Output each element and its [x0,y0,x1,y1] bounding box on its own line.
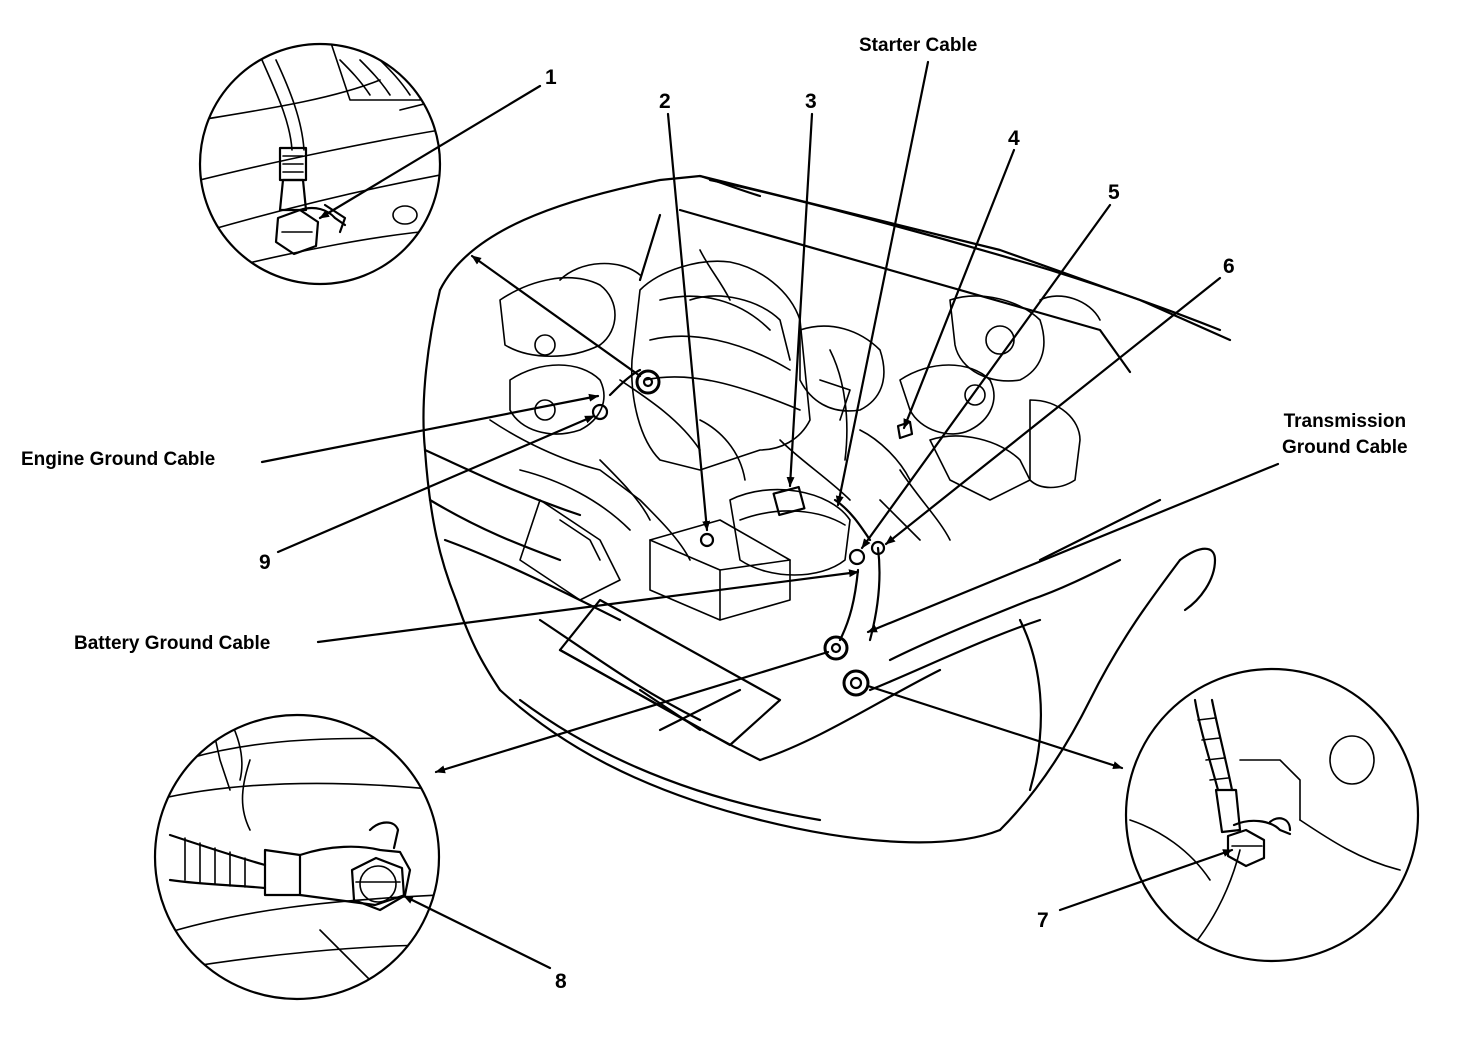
leader-1 [320,86,540,218]
engine-bay [490,250,1100,640]
battery-terminal-marker [850,550,864,564]
point-2-marker [701,534,713,546]
callout-3: 3 [805,90,817,113]
ground-point-markers [593,371,912,695]
pointer-to-detail-8 [436,652,828,774]
pointer-to-detail-1 [472,256,640,376]
point-8-marker [825,637,847,659]
leader-7 [1060,850,1232,910]
label-starter-cable: Starter Cable [859,35,978,56]
leader-9 [278,416,594,552]
leader-battery-ground [318,569,858,642]
callout-1: 1 [545,66,557,89]
label-transmission-ground-line1: Transmission [1283,411,1407,432]
leader-5 [862,205,1110,548]
leader-starter [835,62,928,505]
vehicle-body [423,176,1230,842]
leader-lines [262,62,1278,968]
pointer-to-detail-7 [868,686,1122,768]
starter-connector [774,487,805,515]
leader-4 [904,150,1014,428]
engine-ground-bolt-marker [637,371,659,393]
leader-6 [886,278,1220,544]
point-9-marker [593,405,607,419]
detail-view-battery-ground [155,715,440,999]
callout-6: 6 [1223,255,1235,278]
leader-transmission-ground [868,464,1278,632]
callout-8: 8 [555,970,567,993]
callout-4: 4 [1008,127,1020,150]
leader-8 [404,896,550,968]
callout-9: 9 [259,551,271,574]
leader-2 [668,114,711,530]
point-7-marker [844,671,868,695]
leader-3 [786,114,812,486]
callout-5: 5 [1108,181,1120,204]
detail-view-transmission-ground [1126,669,1418,961]
label-battery-ground-cable: Battery Ground Cable [74,633,271,654]
point-6-marker [872,542,884,554]
callout-2: 2 [659,90,671,113]
leader-engine-ground [262,393,598,462]
label-transmission-ground-line2: Ground Cable [1282,437,1408,458]
detail-view-engine-ground [200,40,440,284]
callout-7: 7 [1037,909,1049,932]
label-engine-ground-cable: Engine Ground Cable [21,449,216,470]
label-transmission-ground-cable: Transmission Ground Cable [1282,409,1408,461]
